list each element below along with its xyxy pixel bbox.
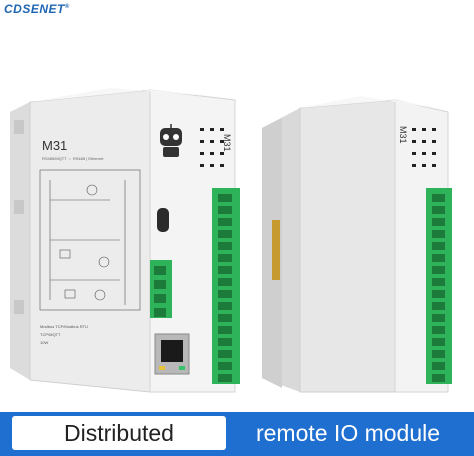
banner-right-text: remote IO module <box>255 420 441 446</box>
left-device-front <box>29 89 151 393</box>
left-model-label: M31 <box>42 138 67 153</box>
product-illustration: M31 RS485/MQTT ⇔ RS485 | Ethernet Modbus… <box>10 88 452 393</box>
left-side-model: M31 <box>222 134 232 152</box>
left-info-line-1: Modbus TCP/Modbus RTU <box>40 324 88 329</box>
left-io-terminal <box>212 188 240 384</box>
banner-right-pill <box>232 416 464 450</box>
left-clip-top <box>14 120 24 134</box>
usb-c-port <box>157 208 169 232</box>
left-device: M31 RS485/MQTT ⇔ RS485 | Ethernet Modbus… <box>10 88 240 393</box>
right-side-model: M31 <box>398 126 408 144</box>
left-bottom-info: Modbus TCP/Modbus RTU TCP/MQTT 10W <box>40 324 88 345</box>
left-info-line-2: TCP/MQTT <box>40 332 61 337</box>
banner-left-pill <box>12 416 226 450</box>
brand-logo: CDSENET® <box>4 2 70 16</box>
left-info-line-3: 10W <box>40 340 48 345</box>
wiring-diagram <box>39 169 141 311</box>
right-device-top <box>300 96 446 110</box>
left-led-grid <box>200 128 224 167</box>
rj45-port <box>154 333 190 375</box>
right-led-grid <box>412 128 436 167</box>
right-pin-header <box>272 220 280 280</box>
right-io-terminal <box>426 188 452 384</box>
power-terminal <box>150 260 172 318</box>
left-subtitle: RS485/MQTT ⇔ RS485 | Ethernet <box>42 156 104 161</box>
brand-mark: ® <box>64 4 70 10</box>
brand-name: CDSENET <box>4 2 65 16</box>
left-clip-bottom <box>14 300 24 314</box>
right-device-front <box>299 99 396 393</box>
right-device: M31 <box>262 96 452 393</box>
robot-icon <box>160 124 182 157</box>
banner-left-text: Distributed <box>64 420 174 446</box>
left-device-side <box>10 102 30 380</box>
left-clip-mid <box>14 200 24 214</box>
left-device-top <box>30 88 232 102</box>
